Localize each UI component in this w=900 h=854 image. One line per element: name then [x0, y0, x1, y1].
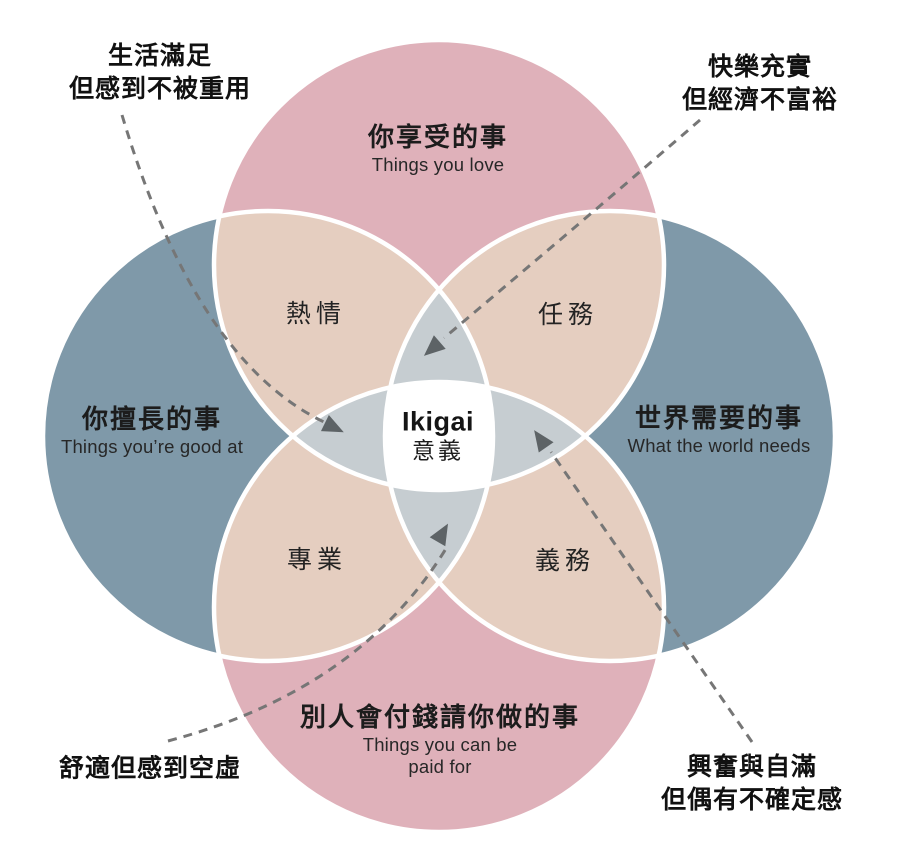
outline-right-circle: [382, 208, 838, 664]
annotation-top-right-line1: 快樂充實: [707, 53, 813, 81]
dashed-connector-bottom-right: [549, 451, 754, 743]
center-label: Ikigai 意義: [402, 407, 474, 466]
annotation-top-right-line2: 但經濟不富裕: [681, 86, 839, 114]
annotation-bottom-left-line1: 舒適但感到空虛: [58, 754, 242, 783]
center-subtitle: 意義: [412, 437, 464, 464]
arrowhead-right-icon: [534, 430, 554, 453]
petal-label-mission: 任務: [537, 301, 599, 329]
annotation-top-left-line1: 生活滿足: [107, 42, 213, 70]
bottom-circle-title-zh: 別人會付錢請你做的事: [299, 702, 581, 732]
annotation-bottom-right-line2: 但偶有不確定感: [660, 786, 844, 814]
left-circle-label: 你擅長的事 Things you’re good at: [61, 404, 243, 458]
outline-top-circle: [211, 37, 667, 493]
petal-label-vocation: 義務: [534, 547, 596, 575]
top-circle-title-zh: 你享受的事: [367, 122, 509, 152]
annotation-top-left-line2: 但感到不被重用: [68, 75, 252, 103]
petal-label-profession: 專業: [286, 546, 348, 574]
annotation-top-right: 快樂充實 但經濟不富裕: [682, 51, 838, 117]
outline-left-circle: [40, 208, 496, 664]
top-circle-title-en: Things you love: [371, 154, 505, 175]
annotation-bottom-right-line1: 興奮與自滿: [686, 753, 818, 781]
left-circle-title-zh: 你擅長的事: [81, 404, 222, 434]
right-circle-title-zh: 世界需要的事: [634, 403, 803, 433]
annotation-bottom-left: 舒適但感到空虛: [59, 753, 241, 786]
outline-bottom-circle: [211, 379, 667, 835]
arrowhead-top-icon: [423, 335, 446, 356]
right-circle-title-en: What the world needs: [627, 435, 811, 456]
annotation-bottom-right: 興奮與自滿 但偶有不確定感: [661, 751, 843, 817]
arrowhead-left-icon: [320, 414, 344, 433]
bottom-circle-label: 別人會付錢請你做的事 Things you can be paid for: [300, 702, 580, 778]
dashed-connector-top-left: [120, 114, 325, 424]
top-circle-label: 你享受的事 Things you love: [368, 122, 508, 176]
dashed-connector-top-right: [443, 118, 701, 340]
dashed-connector-bottom-left: [167, 546, 449, 743]
annotation-top-left: 生活滿足 但感到不被重用: [69, 40, 251, 106]
center-title: Ikigai: [401, 406, 475, 437]
bottom-circle-title-en: Things you can be paid for: [362, 734, 518, 777]
arrowhead-bottom-icon: [429, 523, 448, 547]
petal-label-passion: 熱情: [285, 300, 347, 328]
right-circle-label: 世界需要的事 What the world needs: [628, 403, 811, 457]
left-circle-title-en: Things you’re good at: [60, 436, 244, 457]
